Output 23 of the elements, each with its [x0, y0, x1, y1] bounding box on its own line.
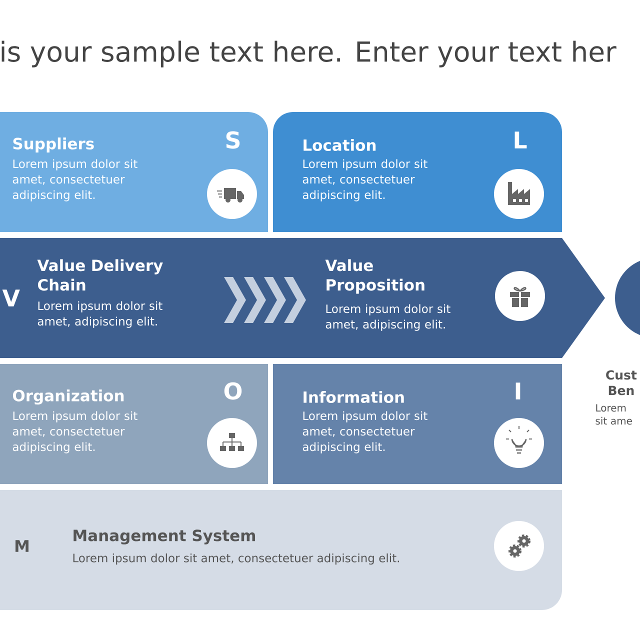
caption-text: Lorem sit ame: [596, 404, 632, 425]
panel-text: Lorem ipsum dolor sit amet, consectetuer adipiscing elit.: [12, 411, 138, 454]
panel-letter: M: [16, 540, 28, 552]
panel-letter: L: [514, 132, 527, 148]
caption-heading: Cust Ben: [606, 370, 637, 396]
band-heading: Value Proposition: [325, 259, 424, 294]
band-text: Lorem ipsum dolor sit amet, adipiscing elit.: [38, 301, 162, 328]
title: is your sample text here. Enter your text her: [2, 40, 616, 68]
band-text: Lorem ipsum dolor sit amet, adipiscing elit.: [326, 304, 450, 331]
panel-letter: O: [224, 382, 242, 400]
panel-heading: Organization: [12, 389, 124, 405]
panel-text: Lorem ipsum dolor sit amet, consectetuer adipiscing elit.: [73, 553, 399, 565]
panel-heading: Management System: [74, 530, 255, 544]
panel-text: Lorem ipsum dolor sit amet, consectetuer adipiscing elit.: [302, 411, 428, 454]
panel-text: Lorem ipsum dolor sit amet, consectetuer adipiscing elit.: [302, 159, 428, 202]
band-heading: Value Delivery Chain: [37, 259, 163, 291]
panel-letter: I: [516, 382, 520, 400]
panel-heading: Information: [304, 391, 404, 403]
band-letter: V: [2, 290, 20, 306]
panel-text: Lorem ipsum dolor sit amet, consectetuer adipiscing elit.: [12, 159, 138, 202]
panel-heading: Location: [304, 139, 376, 151]
panel-letter: S: [226, 131, 240, 149]
panel-heading: Suppliers: [13, 138, 94, 152]
